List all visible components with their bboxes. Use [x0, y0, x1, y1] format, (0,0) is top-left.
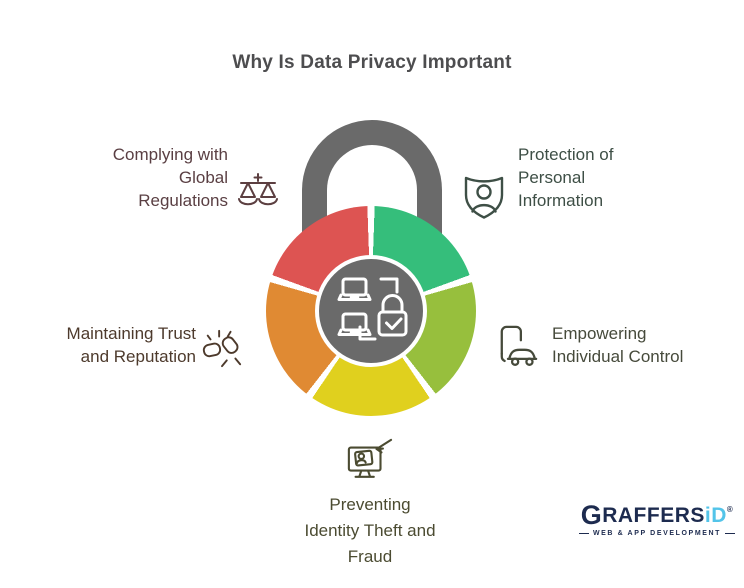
scales-icon: [237, 171, 279, 222]
callout-line: Fraud: [347, 547, 393, 566]
fist-bump-icon: [201, 327, 243, 374]
brand-wordmark: GRAFFERSiD®: [578, 497, 736, 529]
callout-line: Identity Theft and: [304, 521, 436, 540]
privacy-donut-chart: [266, 206, 476, 416]
shield-person-icon: [462, 171, 506, 224]
secure-devices-lock-icon: [329, 267, 413, 356]
registered-mark: ®: [726, 505, 734, 514]
callout-protection-personal-info: Protection of Personal Information: [518, 143, 613, 212]
callout-line: Information: [518, 191, 604, 210]
callout-identity-theft: Preventing Identity Theft and Fraud: [250, 492, 490, 570]
callout-line: and Reputation: [80, 347, 196, 366]
callout-line: Global: [178, 168, 228, 187]
callout-trust-reputation: Maintaining Trust and Reputation: [67, 322, 196, 368]
callout-line: Personal: [518, 168, 586, 187]
phone-car-icon: [496, 325, 540, 372]
padlock-hub: [315, 255, 427, 367]
brand-id: iD: [704, 504, 727, 527]
callout-individual-control: Empowering Individual Control: [552, 322, 683, 368]
callout-line: Empowering: [552, 324, 647, 343]
callout-line: Maintaining Trust: [66, 324, 196, 343]
callout-line: Protection of: [518, 145, 614, 164]
callout-line: Preventing: [329, 495, 411, 514]
callout-line: Complying with: [112, 145, 228, 164]
callout-line: Individual Control: [552, 347, 684, 366]
callout-line: Regulations: [138, 191, 228, 210]
page-title: Why Is Data Privacy Important: [232, 52, 512, 73]
brand-tagline: WEB & APP DEVELOPMENT: [578, 530, 736, 537]
brand-raffers: RAFFERS: [602, 504, 705, 527]
brand-letter-g: G: [580, 500, 603, 530]
callout-complying-regulations: Complying with Global Regulations: [113, 143, 228, 212]
identity-theft-monitor-icon: [345, 438, 393, 489]
graffersid-logo: GRAFFERSiD® WEB & APP DEVELOPMENT: [578, 497, 736, 538]
